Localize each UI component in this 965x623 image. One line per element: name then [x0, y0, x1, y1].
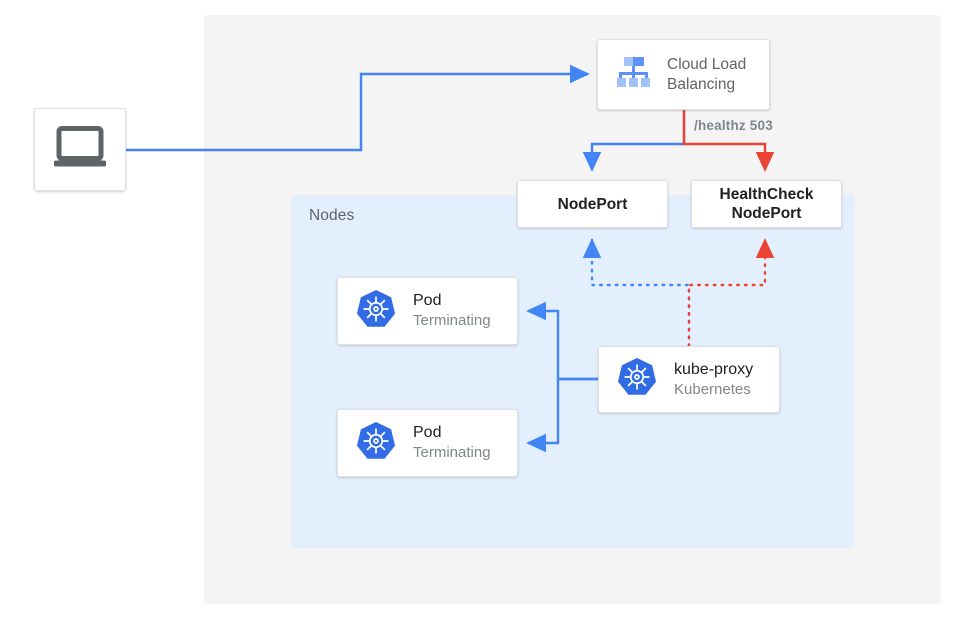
kube-proxy-text: kube-proxy Kubernetes	[674, 360, 753, 400]
cloud-load-balancing-card[interactable]: Cloud Load Balancing	[597, 39, 770, 110]
kube-proxy-card[interactable]: kube-proxy Kubernetes	[598, 346, 780, 413]
pod-text-2: Pod Terminating	[413, 423, 491, 463]
healthcheck-nodeport-line2: NodePort	[731, 205, 802, 222]
wire-kubeproxy-to-pod-1	[526, 301, 598, 381]
wire-loadbalancer-to-nodeport	[582, 110, 686, 172]
wire-loadbalancer-healthz-to-healthcheck	[682, 110, 775, 172]
kube-proxy-title: kube-proxy	[674, 360, 754, 378]
pod-card-2[interactable]: Pod Terminating	[337, 409, 518, 477]
wire-kubeproxy-to-nodeport-dotted	[582, 238, 691, 348]
wire-client-to-loadbalancer	[126, 64, 590, 152]
healthcheck-nodeport-line1: HealthCheck	[719, 186, 814, 203]
nodes-group-label: Nodes	[309, 207, 355, 224]
nodeport-label: NodePort	[557, 195, 628, 213]
pod-title-1: Pod	[413, 292, 442, 309]
nodeport-card[interactable]: NodePort	[517, 180, 668, 228]
pod-status-2: Terminating	[413, 444, 491, 461]
cloud-load-balancing-label: Cloud Load Balancing	[667, 55, 746, 95]
kubernetes-icon	[616, 356, 658, 403]
cloud-load-balancing-icon	[611, 50, 655, 99]
kubernetes-icon	[355, 420, 397, 467]
wire-kubeproxy-to-pod-2	[526, 377, 598, 453]
healthcheck-nodeport-card[interactable]: HealthCheck NodePort	[691, 180, 842, 228]
healthcheck-nodeport-label: HealthCheck NodePort	[720, 185, 814, 223]
pod-title-2: Pod	[413, 424, 442, 441]
kubernetes-icon	[355, 288, 397, 335]
pod-text-1: Pod Terminating	[413, 291, 491, 331]
cloud-load-balancing-line2: Balancing	[667, 75, 736, 93]
cloud-load-balancing-line1: Cloud Load	[667, 55, 747, 73]
wire-kubeproxy-to-healthcheck-dotted	[687, 238, 775, 348]
healthz-status-label: /healthz 503	[694, 118, 773, 133]
client-device-card[interactable]	[34, 108, 126, 191]
kube-proxy-subtitle: Kubernetes	[674, 380, 751, 398]
laptop-icon	[51, 125, 109, 174]
pod-status-1: Terminating	[413, 312, 491, 329]
pod-card-1[interactable]: Pod Terminating	[337, 277, 518, 345]
